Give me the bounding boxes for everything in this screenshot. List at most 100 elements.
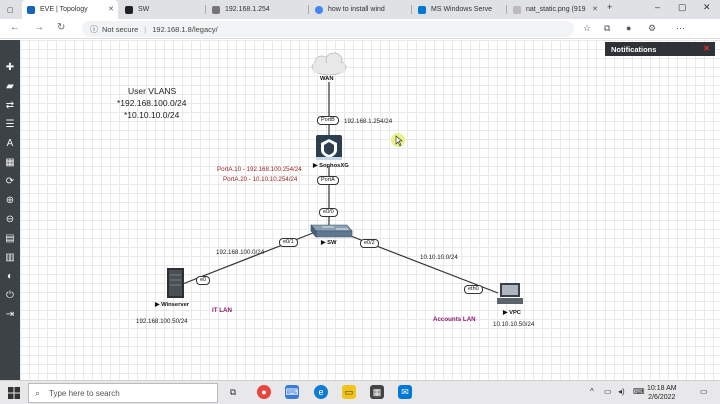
- tab-ms-windows-server[interactable]: MS Windows Serve: [413, 0, 505, 19]
- notifications-panel[interactable]: Notifications ✕: [605, 42, 715, 56]
- mail-icon[interactable]: ✉: [398, 385, 412, 399]
- taskbar-clock[interactable]: 10:18 AM 2/6/2022: [647, 384, 677, 402]
- firewall-label[interactable]: ▶ SophosXG: [313, 163, 349, 169]
- zoom-in-icon[interactable]: ⊕: [5, 195, 15, 206]
- tab-separator: [308, 5, 309, 14]
- vpc-label[interactable]: ▶ VPC: [503, 310, 521, 316]
- minimize-icon[interactable]: –: [655, 2, 661, 12]
- edge-icon[interactable]: e: [314, 385, 328, 399]
- new-tab-icon[interactable]: +: [607, 2, 613, 12]
- tray-chevron-icon[interactable]: ^: [590, 387, 594, 396]
- settings-menu-icon[interactable]: ⋯: [676, 23, 685, 33]
- tab-separator: [411, 5, 412, 14]
- browser-tab-strip: ▢ EVE | Topology ✕ SW 192.168.1.254 how …: [0, 0, 720, 19]
- mouse-cursor-icon: [395, 135, 403, 147]
- server-label[interactable]: ▶ Winserver: [155, 302, 189, 308]
- zone-label: Accounts LAN: [433, 316, 476, 323]
- zone-label: IT LAN: [212, 307, 232, 314]
- page-favicon-icon: [212, 5, 220, 14]
- windows-start-icon[interactable]: [8, 387, 20, 399]
- collections-icon[interactable]: ⧉: [604, 23, 611, 33]
- back-icon[interactable]: ←: [10, 22, 20, 33]
- clock-date: 2/6/2022: [648, 394, 676, 401]
- vlan-line: *10.10.10.0/24: [124, 110, 180, 120]
- close-tab-icon[interactable]: ✕: [592, 6, 598, 13]
- eve-sidebar: ✚ ▰ ⇄ ☰ A ▦ ⟳ ⊕ ⊖ ▤ ▥ ◐ ⏻ ⇥: [0, 40, 20, 380]
- microsoft-favicon-icon: [418, 5, 426, 14]
- extensions-icon[interactable]: ⚙: [648, 23, 657, 33]
- text-icon[interactable]: A: [6, 138, 14, 149]
- server-icon[interactable]: [167, 268, 184, 298]
- store-icon[interactable]: ▦: [370, 385, 384, 399]
- close-tab-icon[interactable]: ✕: [108, 6, 114, 13]
- terminal-favicon-icon: [125, 5, 133, 14]
- play-icon: ▶: [503, 310, 510, 316]
- tab-title: 192.168.1.254: [225, 6, 270, 13]
- putty-icon[interactable]: ⌨: [285, 385, 299, 399]
- port-label: eth0: [464, 285, 483, 294]
- notifications-center-icon[interactable]: ▭: [700, 387, 708, 396]
- wan-label: WAN: [320, 76, 334, 82]
- clock-time: 10:18 AM: [647, 385, 677, 392]
- topology-canvas[interactable]: User VLANS *192.168.100.0/24 *10.10.10.0…: [20, 40, 720, 380]
- close-notifications-icon[interactable]: ✕: [703, 44, 710, 53]
- network-icon[interactable]: ▭: [604, 387, 612, 396]
- networks-icon[interactable]: ⇄: [5, 100, 15, 111]
- file-explorer-icon[interactable]: ▭: [342, 385, 356, 399]
- grid-icon[interactable]: ▥: [5, 252, 15, 263]
- tab-sw[interactable]: SW: [120, 0, 204, 19]
- status-icon[interactable]: ▦: [5, 157, 15, 168]
- address-toolbar: ← → ↻ ⓘ Not secure | 192.168.1.8/legacy/…: [0, 19, 720, 39]
- forward-icon[interactable]: →: [34, 22, 44, 33]
- zoom-out-icon[interactable]: ⊖: [5, 214, 15, 225]
- dark-mode-icon[interactable]: ◐: [6, 271, 14, 282]
- search-placeholder: Type here to search: [49, 388, 120, 398]
- refresh-icon[interactable]: ⟳: [5, 176, 15, 187]
- server-subnet-label: 192.168.100.0/24: [216, 249, 265, 256]
- nodes-icon[interactable]: ▰: [6, 81, 14, 92]
- tab-install-windows[interactable]: how to install wind: [310, 0, 410, 19]
- taskbar-search-input[interactable]: ⌕ Type here to search: [28, 383, 218, 403]
- port-label: e0/1: [279, 238, 298, 247]
- task-view-icon[interactable]: ⧉: [229, 387, 237, 397]
- cloud-icon[interactable]: [311, 52, 347, 76]
- warning-icon: ⓘ: [90, 24, 98, 34]
- port-label: e0: [196, 276, 211, 285]
- address-bar[interactable]: ⓘ Not secure | 192.168.1.8/legacy/: [82, 21, 574, 37]
- close-window-icon[interactable]: ✕: [703, 2, 711, 12]
- url-text: 192.168.1.8/legacy/: [152, 24, 218, 34]
- tab-nat-static[interactable]: nat_static.png (919 ✕: [508, 0, 602, 19]
- profile-icon[interactable]: ●: [626, 23, 632, 33]
- address-separator: |: [144, 24, 147, 34]
- eve-favicon-icon: [27, 5, 35, 14]
- tab-eve-topology[interactable]: EVE | Topology ✕: [22, 0, 118, 19]
- chrome-icon[interactable]: ●: [257, 385, 271, 399]
- subinterface-label: PortA.20 - 10.10.10.254/24: [223, 176, 298, 183]
- security-label: Not secure: [102, 24, 139, 34]
- switch-icon[interactable]: [310, 224, 353, 238]
- tab-actions-icon[interactable]: ▢: [7, 6, 14, 14]
- lock-icon[interactable]: ⏻: [6, 290, 14, 301]
- reload-icon[interactable]: ↻: [57, 22, 66, 33]
- favorites-icon[interactable]: ☆: [583, 23, 592, 33]
- switch-label[interactable]: ▶ SW: [321, 240, 336, 246]
- tab-title: how to install wind: [328, 6, 385, 13]
- google-favicon-icon: [315, 5, 323, 14]
- keyboard-icon[interactable]: ⌨: [633, 387, 645, 396]
- vpc-subnet-label: 10.10.10.0/24: [420, 254, 458, 261]
- startup-configs-icon[interactable]: ☰: [5, 119, 15, 130]
- vpc-name: VPC: [509, 310, 521, 316]
- close-lab-icon[interactable]: ⇥: [5, 309, 15, 320]
- add-object-icon[interactable]: ✚: [5, 62, 15, 73]
- lab-details-icon[interactable]: ▤: [5, 233, 15, 244]
- computer-icon[interactable]: [497, 283, 523, 304]
- tab-192-168-1-254[interactable]: 192.168.1.254: [207, 0, 307, 19]
- firewall-icon[interactable]: [316, 135, 342, 160]
- vlan-line: *192.168.100.0/24: [117, 98, 187, 108]
- port-label: e0/2: [360, 239, 379, 248]
- volume-icon[interactable]: ◂): [618, 387, 625, 396]
- subinterface-label: PortA.10 - 192.168.100.254/24: [217, 166, 302, 173]
- windows-taskbar: ⌕ Type here to search ⧉ ● ⌨ e ▭ ▦ ✉ ^ ▭ …: [0, 380, 720, 404]
- maximize-icon[interactable]: ▢: [678, 2, 687, 12]
- switch-name: SW: [327, 240, 337, 246]
